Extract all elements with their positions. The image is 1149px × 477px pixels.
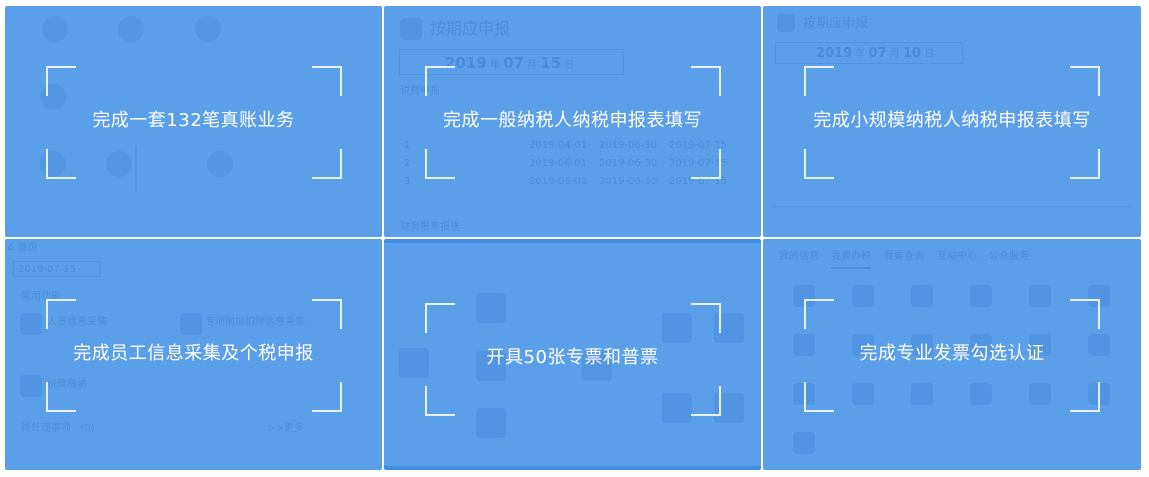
bg-section: 常用功能 — [21, 291, 61, 302]
bg-item: 税款缴纳 — [47, 379, 87, 390]
bg-title: 按期应申报 — [803, 16, 869, 31]
bg-section: 财务报表报送 — [400, 222, 460, 233]
tile-small-scale-taxpayer-declaration[interactable]: 按期应申报 2019 年 07 月 10 日 完成小规模纳税人纳税申报表填写 — [763, 6, 1141, 237]
service-icon — [970, 334, 992, 356]
bracket-line — [135, 146, 137, 191]
service-icon — [852, 334, 874, 356]
flow-box — [476, 351, 506, 381]
flow-box — [714, 393, 744, 423]
notebook-icon — [400, 18, 422, 40]
flow-box — [476, 408, 506, 438]
flow-node — [106, 151, 132, 177]
collect-icon — [180, 313, 202, 335]
pay-icon — [20, 375, 42, 397]
tile-employee-info-collection[interactable]: ⌂ 首页 2019-07-15 常用功能 人员信息采集 专项附加扣除信息采集 税… — [5, 239, 382, 470]
service-icon — [1088, 285, 1110, 307]
flow-box — [399, 348, 429, 378]
service-icon — [911, 334, 933, 356]
bg-home: ⌂ 首页 — [8, 242, 38, 253]
tile-caption: 完成一般纳税人纳税申报表填写 — [443, 110, 702, 131]
service-icon — [1029, 383, 1051, 405]
tile-invoice-issuing[interactable]: 开具50张专票和普票 — [384, 239, 761, 470]
tab-tax-handling: 我要办税 — [831, 251, 871, 269]
flow-node — [40, 151, 66, 177]
tile-caption: 开具50张专票和普票 — [486, 347, 659, 368]
flow-box — [662, 313, 692, 343]
service-icon — [852, 383, 874, 405]
tile-caption: 完成员工信息采集及个税申报 — [73, 343, 314, 364]
service-icon — [970, 383, 992, 405]
tab-interaction: 互动中心 — [937, 251, 977, 262]
service-icon — [1088, 383, 1110, 405]
flow-node — [207, 151, 233, 177]
bg-item: 专项附加扣除信息采集 — [205, 317, 305, 328]
table-divider — [773, 206, 1133, 207]
bg-more: >>更多 — [267, 423, 304, 434]
collect-icon — [20, 313, 42, 335]
tile-accounting-business[interactable]: 完成一套132笔真账业务 — [5, 6, 382, 237]
service-icon — [793, 383, 815, 405]
flow-box — [714, 313, 744, 343]
service-icon — [852, 285, 874, 307]
bg-date: 2019 年 07 月 10 日 — [775, 42, 963, 64]
bg-pending: 待处理事项 (0) — [21, 423, 95, 434]
tab-query: 我要查询 — [884, 251, 924, 262]
service-icon — [793, 432, 815, 454]
service-icon — [793, 334, 815, 356]
tile-invoice-verification[interactable]: 我的信息 我要办税 我要查询 互动中心 公众服务 完成专业发票勾选认证 — [763, 239, 1141, 470]
service-icon — [911, 383, 933, 405]
service-icon — [1029, 334, 1051, 356]
tab-my-info: 我的信息 — [779, 251, 819, 262]
service-icon — [1088, 334, 1110, 356]
flow-box — [582, 351, 612, 381]
bg-title: 按期应申报 — [430, 19, 511, 38]
flow-box — [476, 293, 506, 323]
service-icon — [911, 285, 933, 307]
tile-caption: 完成专业发票勾选认证 — [859, 343, 1045, 364]
notebook-icon — [777, 14, 795, 32]
bg-item: 人员信息采集 — [47, 317, 107, 328]
tile-caption: 完成小规模纳税人纳税申报表填写 — [813, 110, 1091, 131]
flow-node — [118, 16, 144, 42]
flow-box — [662, 393, 692, 423]
service-icon — [970, 285, 992, 307]
flow-node — [42, 16, 68, 42]
tab-public-service: 公众服务 — [989, 251, 1029, 262]
tile-caption: 完成一套132笔真账业务 — [92, 110, 295, 131]
service-icon — [793, 285, 815, 307]
bg-date-input: 2019-07-15 — [13, 261, 101, 277]
bg-section: 税费申报 — [400, 86, 440, 97]
flow-node — [40, 84, 66, 110]
flow-node — [195, 16, 221, 42]
bg-date: 2019 年 07 月 15 日 — [399, 49, 624, 75]
service-icon — [1029, 285, 1051, 307]
